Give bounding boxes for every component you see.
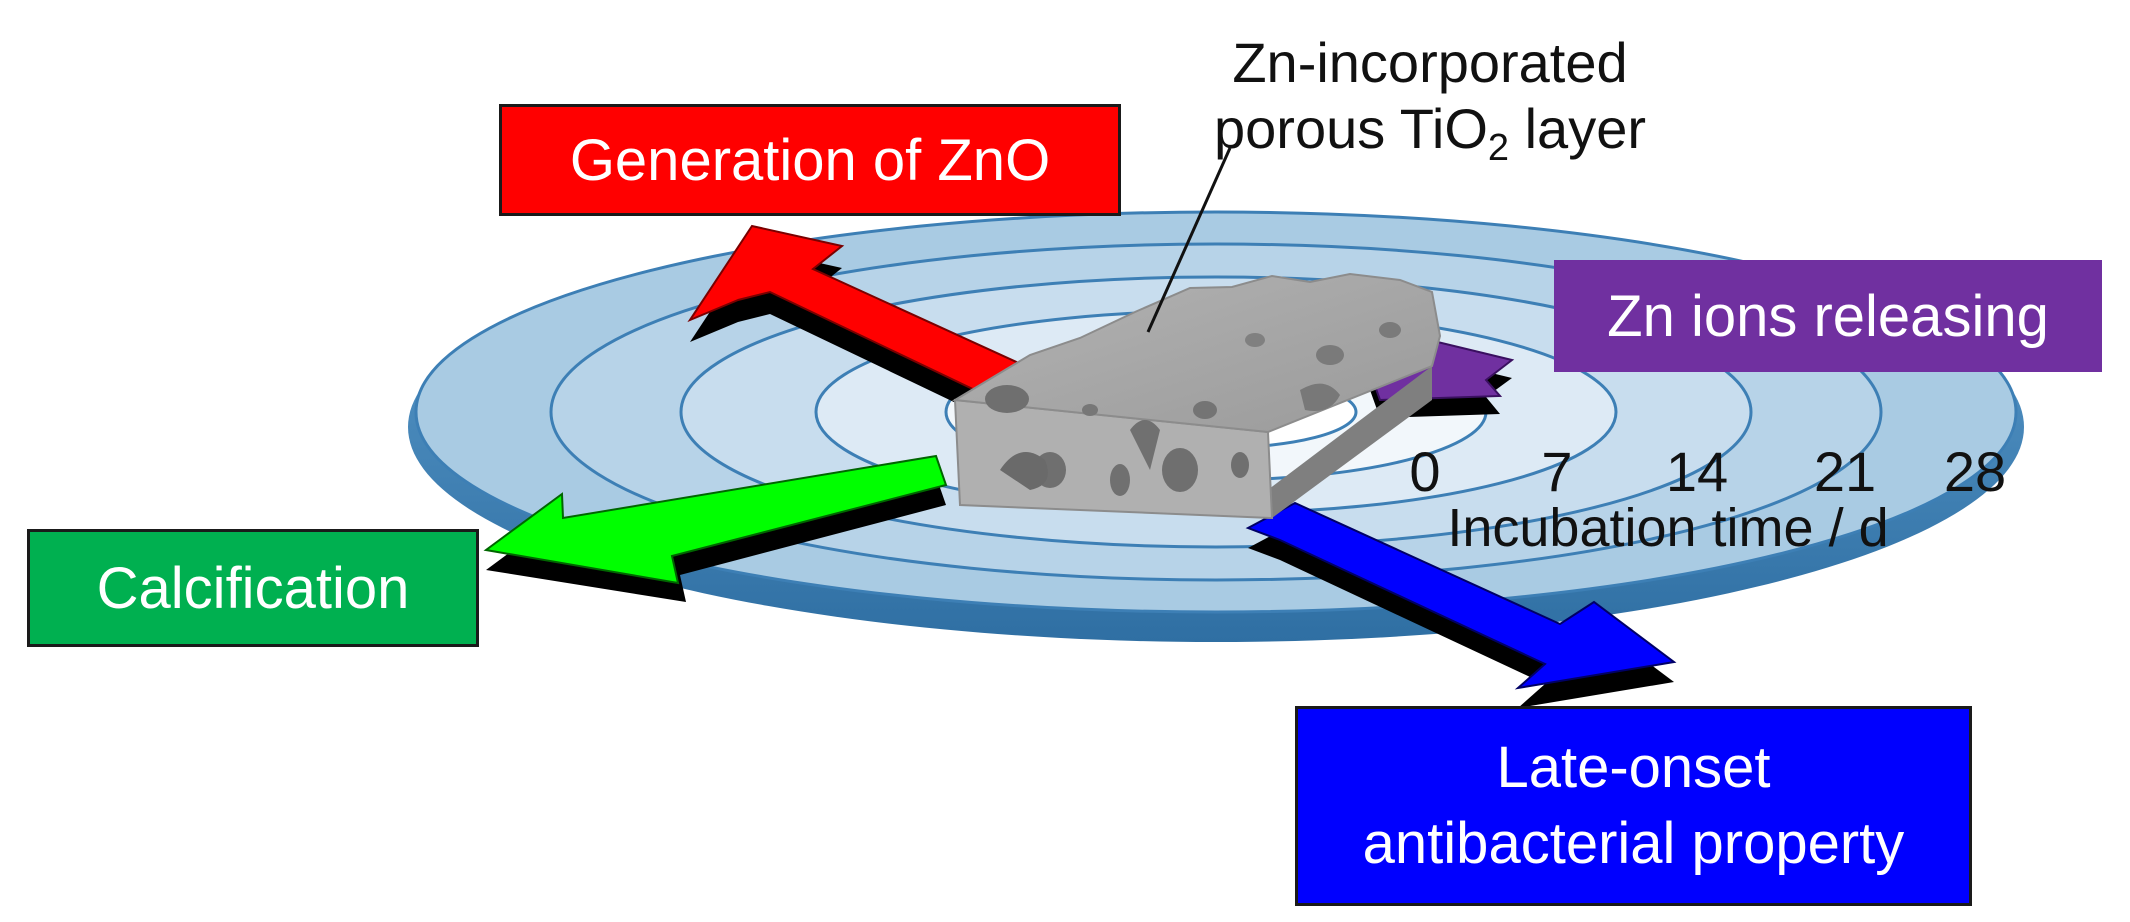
- tick-0: 0: [1409, 440, 1440, 503]
- axis-title: Incubation time / d: [1447, 498, 1888, 558]
- leader-line: [1146, 147, 1232, 333]
- zn-ions-releasing-label: Zn ions releasing: [1554, 260, 2102, 372]
- porous-tio2-block: [951, 272, 1442, 520]
- arrow-calcification: [483, 454, 948, 602]
- arrow-late-onset: [1245, 501, 1677, 708]
- arrow-generation-zno: [687, 224, 1050, 426]
- late-onset-line2: antibacterial property: [1362, 811, 1905, 876]
- block-right-face: [1265, 366, 1432, 518]
- late-onset-antibacterial-label: Late-onset antibacterial property: [1295, 706, 1972, 906]
- layer-title-line2: porous TiO2 layer: [1214, 97, 1646, 170]
- layer-title-line1: Zn-incorporated: [1232, 31, 1628, 94]
- generation-zno-label: Generation of ZnO: [499, 104, 1121, 216]
- tick-28: 28: [1944, 440, 2006, 503]
- calcification-label: Calcification: [27, 529, 479, 647]
- incubation-time-axis: 0 7 14 21 28 Incubation time / d: [1409, 440, 2006, 558]
- tick-14: 14: [1666, 440, 1728, 503]
- tick-21: 21: [1814, 440, 1876, 503]
- late-onset-line1: Late-onset: [1496, 735, 1771, 800]
- tick-7: 7: [1541, 440, 1572, 503]
- layer-title: Zn-incorporated porous TiO2 layer: [1170, 30, 1690, 181]
